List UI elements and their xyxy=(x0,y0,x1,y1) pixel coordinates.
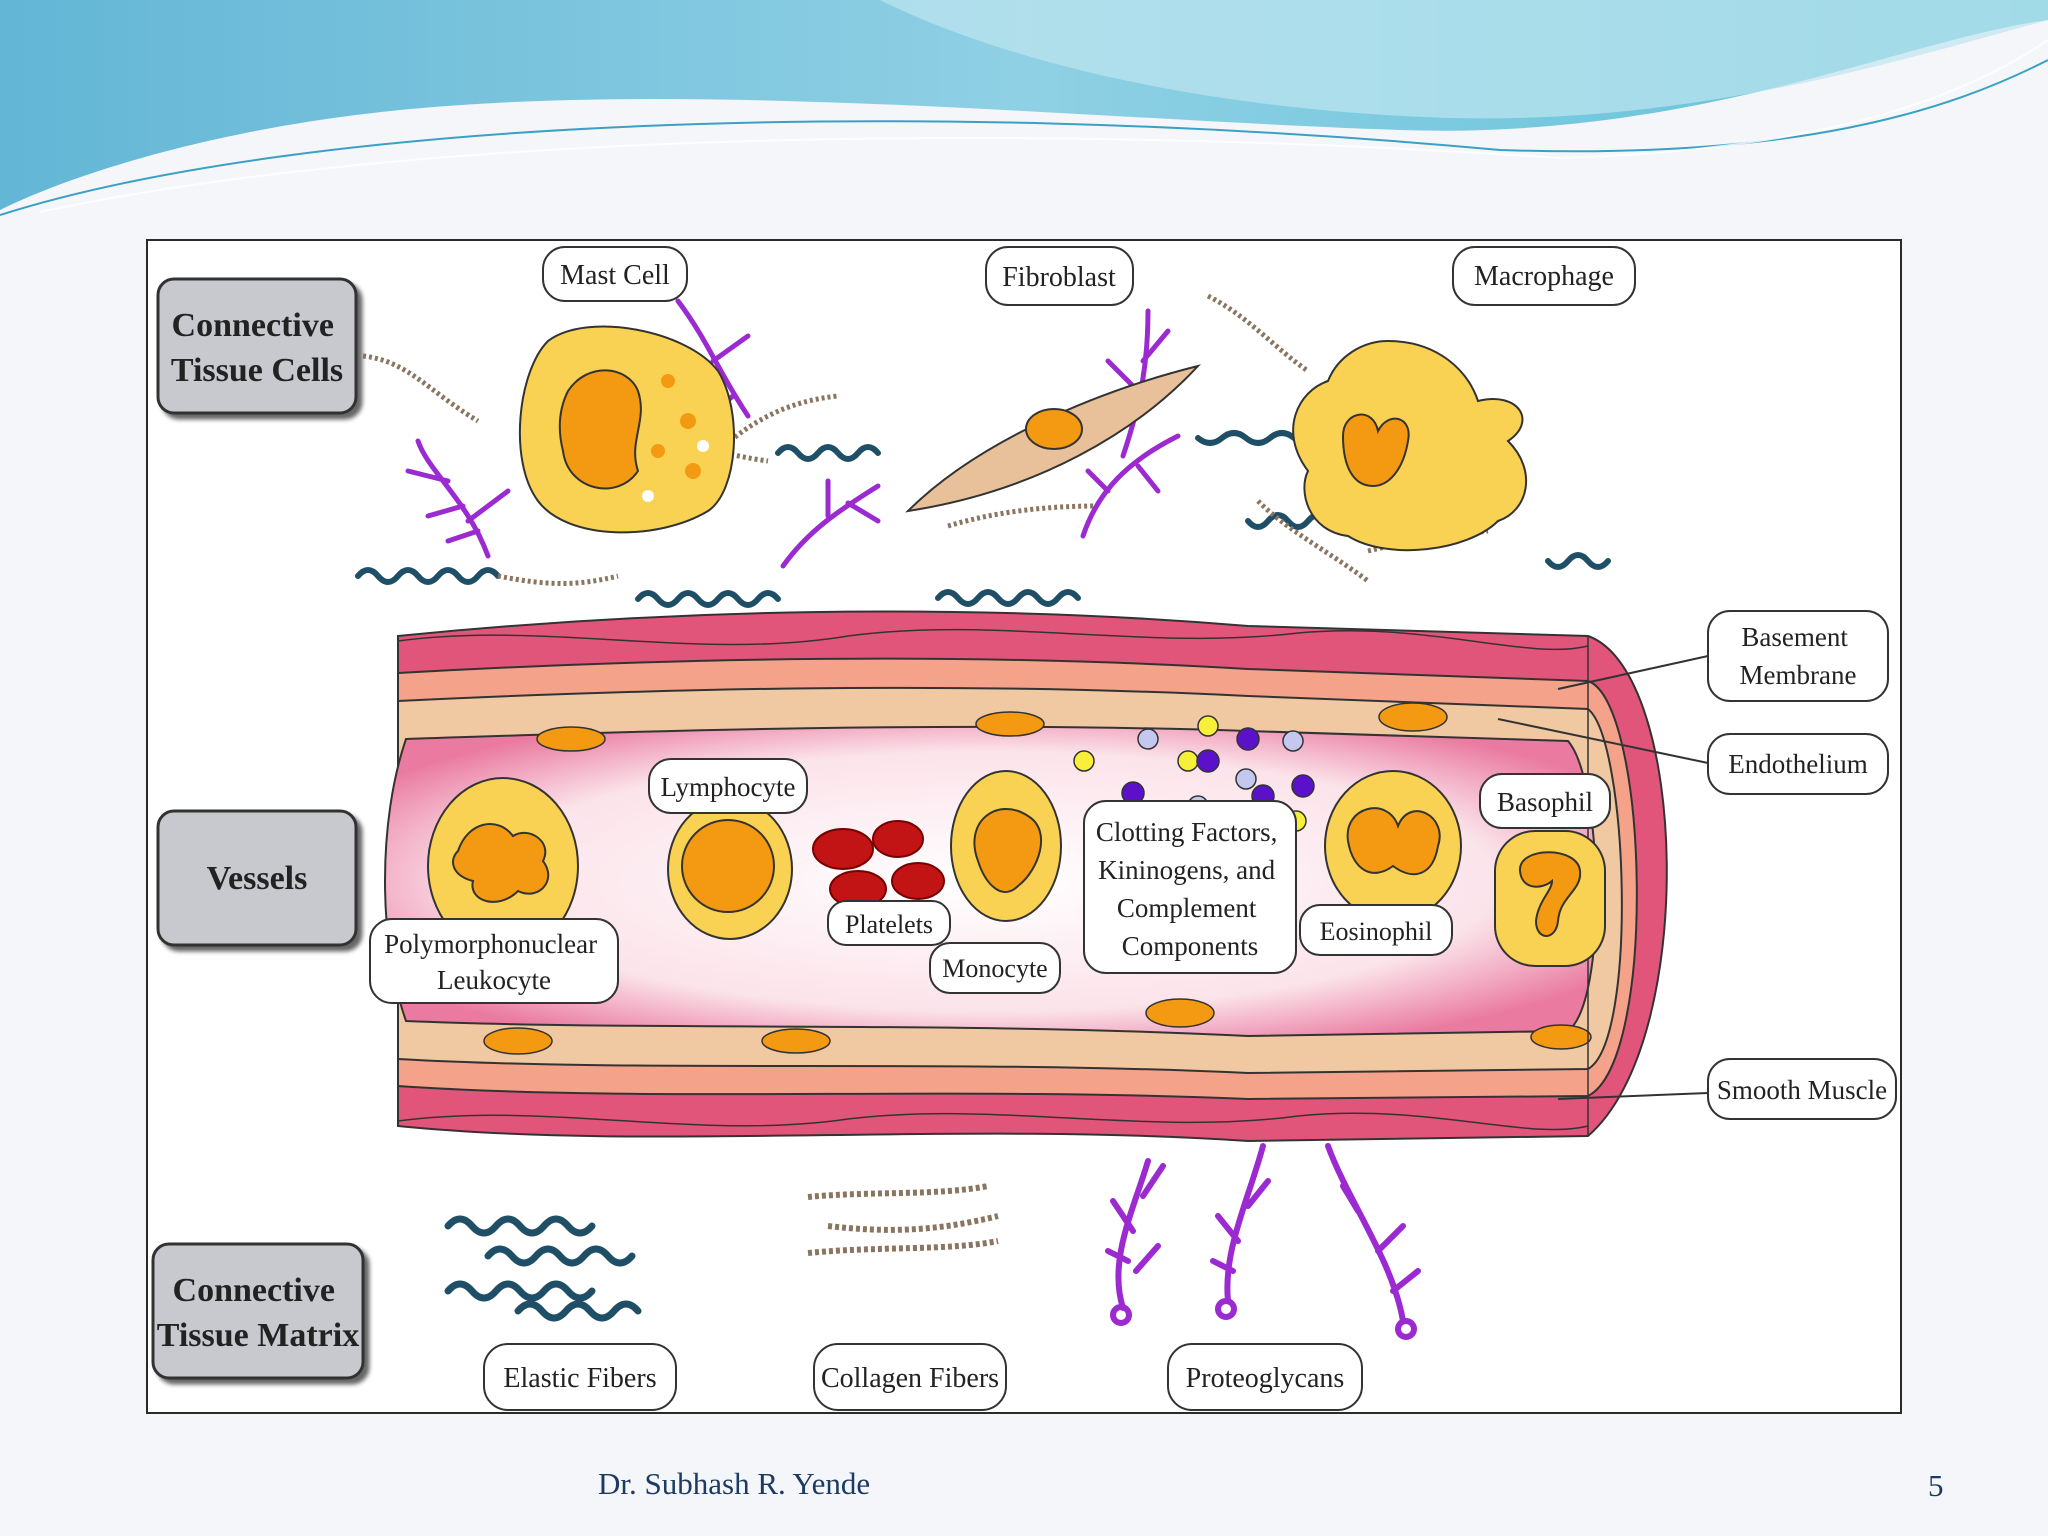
svg-text:Collagen Fibers: Collagen Fibers xyxy=(821,1363,999,1394)
svg-text:Basophil: Basophil xyxy=(1497,787,1593,817)
pmn-leukocyte-cell xyxy=(427,777,579,955)
basophil-cell xyxy=(1494,830,1606,967)
svg-text:Smooth Muscle: Smooth Muscle xyxy=(1717,1075,1887,1105)
macrophage-cell xyxy=(1292,339,1527,552)
mast-cell xyxy=(518,325,735,534)
svg-text:Monocyte: Monocyte xyxy=(942,954,1047,983)
label-clotting-factors: Clotting Factors, Kininogens, and Comple… xyxy=(1083,800,1297,974)
svg-text:Basement Membrane: Basement Membrane xyxy=(1740,622,1857,690)
svg-text:Lymphocyte: Lymphocyte xyxy=(661,772,796,802)
label-elastic-fibers: Elastic Fibers xyxy=(483,1343,677,1411)
svg-text:Macrophage: Macrophage xyxy=(1474,261,1614,292)
svg-text:Clotting Factors, Kinino: Clotting Factors, Kininogens, and Comple… xyxy=(1096,817,1284,961)
section-label-vessels: Vessels xyxy=(156,809,358,947)
svg-text:Fibroblast: Fibroblast xyxy=(1002,262,1116,293)
svg-text:Proteoglycans: Proteoglycans xyxy=(1186,1363,1345,1394)
monocyte-cell xyxy=(950,770,1062,922)
header-wave-line xyxy=(39,39,2048,213)
svg-text:Polymorphonuclear Leukoc: Polymorphonuclear Leukocyte xyxy=(384,929,604,995)
label-lymphocyte: Lymphocyte xyxy=(648,758,808,814)
svg-text:Connective Tissue Matrix: Connective Tissue Matrix xyxy=(157,1272,359,1354)
diagram-canvas: Connective Tissue Cells Vessels Connecti… xyxy=(151,246,1897,1411)
proteoglycans-bottom xyxy=(1105,1143,1421,1340)
label-monocyte: Monocyte xyxy=(929,942,1061,994)
collagen-fibers-bottom xyxy=(807,1183,999,1256)
label-fibroblast: Fibroblast xyxy=(985,246,1134,306)
diagram-panel: Connective Tissue Cells Vessels Connecti… xyxy=(146,239,1902,1414)
label-proteoglycans: Proteoglycans xyxy=(1167,1343,1363,1411)
label-eosinophil: Eosinophil xyxy=(1299,904,1453,956)
header-wave-highlight xyxy=(880,0,2048,119)
svg-text:Connective Tissue Cells: Connective Tissue Cells xyxy=(171,307,343,389)
svg-text:Mast Cell: Mast Cell xyxy=(560,260,670,291)
clotting-factor-dots xyxy=(1073,715,1315,832)
section-label-matrix: Connective Tissue Matrix xyxy=(151,1242,365,1380)
label-macrophage: Macrophage xyxy=(1452,246,1636,306)
eosinophil-cell xyxy=(1324,770,1462,922)
header-wave-line xyxy=(0,59,2048,216)
svg-text:Eosinophil: Eosinophil xyxy=(1320,917,1433,946)
lymphocyte-cell xyxy=(667,798,793,940)
svg-text:Endothelium: Endothelium xyxy=(1728,749,1867,779)
svg-text:Platelets: Platelets xyxy=(845,910,933,939)
footer-author: Dr. Subhash R. Yende xyxy=(598,1466,871,1501)
proteoglycans-top xyxy=(405,298,1181,569)
leader-lines xyxy=(1497,655,1709,1100)
section-label-cells: Connective Tissue Cells xyxy=(156,277,358,415)
label-platelets: Platelets xyxy=(827,900,951,946)
svg-text:Elastic Fibers: Elastic Fibers xyxy=(503,1363,656,1394)
label-basement-membrane: Basement Membrane xyxy=(1707,610,1889,702)
label-basophil: Basophil xyxy=(1479,773,1611,829)
page-number: 5 xyxy=(1928,1468,1944,1503)
fibroblast-cell xyxy=(905,364,1202,513)
label-pmn-leukocyte: Polymorphonuclear Leukocyte xyxy=(369,918,619,1004)
elastic-fibers-bottom xyxy=(444,1215,642,1322)
label-endothelium: Endothelium xyxy=(1707,733,1889,795)
label-smooth-muscle: Smooth Muscle xyxy=(1707,1058,1897,1120)
label-collagen-fibers: Collagen Fibers xyxy=(813,1343,1007,1411)
svg-text:Vessels: Vessels xyxy=(207,860,308,897)
label-mast-cell: Mast Cell xyxy=(542,246,688,302)
red-blood-cells xyxy=(812,820,945,935)
